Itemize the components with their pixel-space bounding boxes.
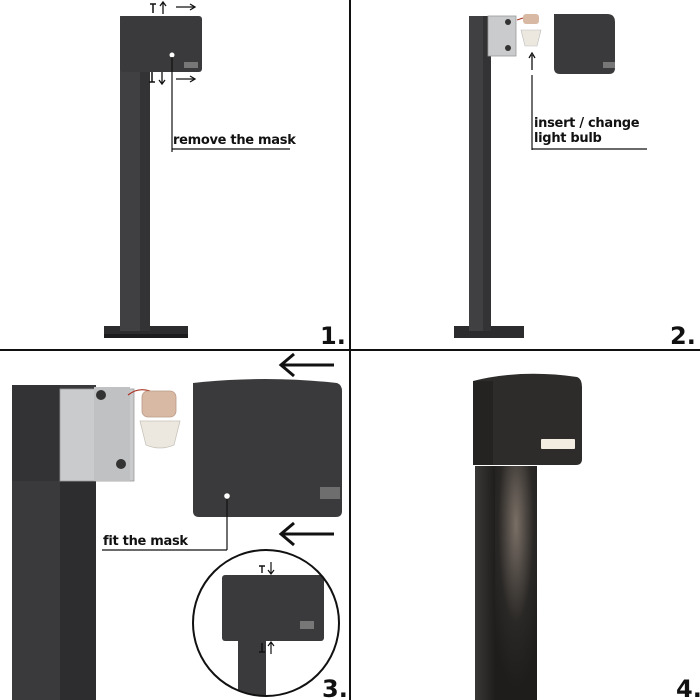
step-1-label-line: remove the mask (173, 133, 296, 148)
lamp-light-window (184, 62, 198, 68)
light-bulb-icon (516, 14, 542, 47)
step-4-number: 4. (676, 675, 700, 700)
step-3-label-line: fit the mask (103, 534, 188, 549)
lamp-mask (193, 379, 342, 517)
arrow-right-icon (176, 3, 197, 11)
step-2-label-line: light bulb (534, 131, 602, 146)
arrow-down-icon (158, 72, 166, 86)
lamp-post (475, 466, 495, 700)
step-1-label: remove the mask (173, 133, 296, 148)
lamp-head (120, 16, 202, 72)
callout-dot (224, 493, 230, 499)
step-3-label: fit the mask (103, 534, 188, 549)
step-2-label-line: insert / change (534, 116, 640, 131)
step-2-label: insert / change light bulb (534, 116, 640, 146)
arrow-right-icon (176, 75, 197, 83)
arrow-up-icon (528, 51, 536, 70)
horizontal-divider (0, 349, 700, 351)
step-3-panel: fit the mask 3. (0, 351, 349, 700)
arrow-left-icon (278, 521, 334, 547)
step-4-panel: 4. (351, 351, 700, 700)
callout-dot (169, 52, 175, 58)
step-4-illustration (473, 373, 582, 700)
light-bulb-icon (127, 389, 181, 449)
lamp-mask (554, 14, 615, 74)
step-3-number: 3. (322, 675, 348, 700)
step-2-number: 2. (670, 322, 696, 349)
screw-icon (149, 72, 155, 83)
lamp-light-window (541, 439, 575, 449)
detail-magnifier (192, 549, 340, 697)
step-3-illustration (12, 352, 342, 700)
screw-icon (150, 3, 156, 13)
step-2-illustration (454, 14, 647, 338)
step-1-panel: remove the mask 1. (0, 0, 349, 349)
arrow-left-icon (278, 352, 334, 378)
arrow-up-icon (159, 0, 167, 14)
mount-plate (487, 15, 517, 57)
step-1-illustration (104, 0, 290, 338)
step-2-panel: insert / change light bulb 2. (351, 0, 700, 349)
step-1-number: 1. (320, 322, 346, 349)
